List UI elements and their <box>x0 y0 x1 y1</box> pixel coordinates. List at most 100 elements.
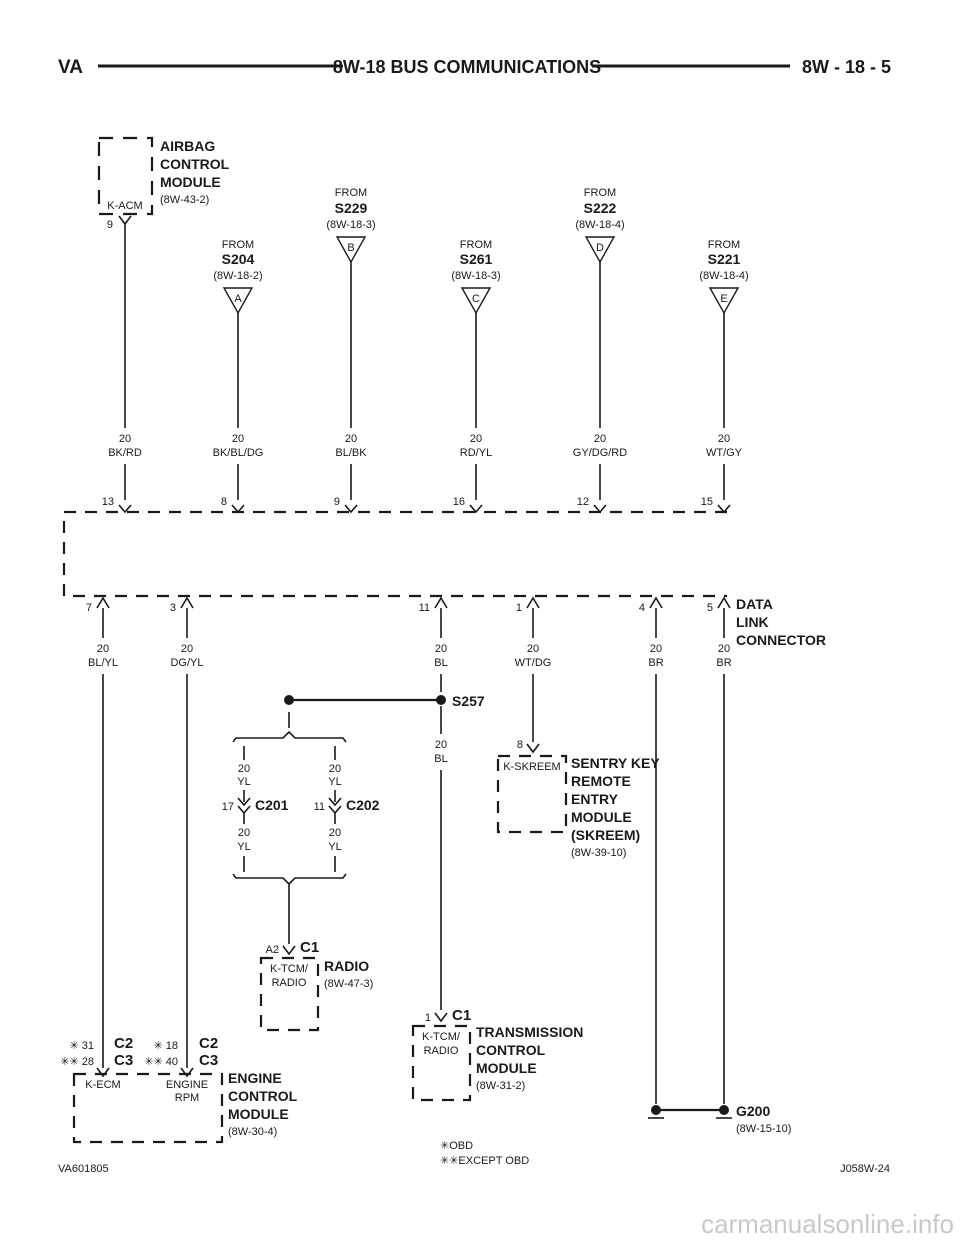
source-s222: FROM S222 (8W-18-4) D 20 GY/DG/RD 12 <box>573 187 627 514</box>
dlc-pin-16: 16 <box>453 496 465 508</box>
sources-2-wire-1: RD/YL <box>460 447 492 459</box>
ecm-ref: (8W-30-4) <box>228 1126 277 1138</box>
c202-wire_bottom-0: 20 <box>329 827 341 839</box>
ecm-code_right-0: ENGINE <box>166 1079 208 1091</box>
dlc-bottom_pins-2-wire-1: BL <box>434 657 447 669</box>
dlc-bottom_pins-5-wire-0: 20 <box>718 643 730 655</box>
c201-wire_bottom-1: YL <box>237 841 250 853</box>
tcm-name-1: CONTROL <box>476 1042 546 1058</box>
sources-3-from: FROM <box>584 187 616 199</box>
ecm-pins_right-1: ✳✳ 40 <box>144 1056 178 1068</box>
engine-control-module: ✳ 31 ✳✳ 28 C2 C3 ✳ 18 ✳✳ 40 C2 C3 K-ECM … <box>60 1035 298 1144</box>
ecm-conn_left-1: C3 <box>114 1052 133 1069</box>
dlc-pin-7-circuit: 7 20 BL/YL <box>86 596 118 1068</box>
sources-1-wire-1: BL/BK <box>335 447 367 459</box>
dlc-bottom_pins-3-pin: 1 <box>516 602 522 614</box>
sources-0-wire-0: 20 <box>232 433 244 445</box>
ecm-conn_left-0: C2 <box>114 1035 133 1052</box>
tcm-name-2: MODULE <box>476 1060 537 1076</box>
sources-4-letter: E <box>720 293 727 305</box>
dlc-bottom_pins-5-wire-1: BR <box>716 657 731 669</box>
sources-2-ref: (8W-18-3) <box>451 270 500 282</box>
dlc-pin-4-circuit: 4 20 BR <box>639 596 664 1104</box>
dlc-bottom_pins-4-wire-1: BR <box>648 657 663 669</box>
dlc-bottom_pins-4-pin: 4 <box>639 602 645 614</box>
skreem-name-3: MODULE <box>571 809 632 825</box>
sources-0-splice: S204 <box>222 251 255 267</box>
dlc-bottom_pins-1-wire-0: 20 <box>181 643 193 655</box>
dlc-bottom_pins-2-wire-0: 20 <box>435 643 447 655</box>
splice-s257: S257 20 BL <box>232 693 485 1010</box>
ecm-pins_left-1: ✳✳ 28 <box>60 1056 94 1068</box>
transmission-control-module: 1 C1 K-TCM/ RADIO TRANSMISSION CONTROL M… <box>411 1007 583 1102</box>
page-number: 8W - 18 - 5 <box>802 57 891 77</box>
ecm-code: K-ECM <box>85 1079 120 1091</box>
ecm-conn_right-1: C3 <box>199 1052 218 1069</box>
sources-3-wire-0: 20 <box>594 433 606 445</box>
source-s261: FROM S261 (8W-18-3) C 20 RD/YL 16 <box>451 239 501 514</box>
sources-0-from: FROM <box>222 239 254 251</box>
skreem-name-0: SENTRY KEY <box>571 755 660 771</box>
dlc-pin-12: 12 <box>577 496 589 508</box>
ecm-code_right-1: RPM <box>175 1092 199 1104</box>
s257-label: S257 <box>452 693 485 709</box>
dlc-name-3: CONNECTOR <box>736 632 826 648</box>
dlc-bottom_pins-0-wire-0: 20 <box>97 643 109 655</box>
dlc-pin-13: 13 <box>102 496 114 508</box>
dlc-pin-11-circuit: 11 20 BL <box>419 596 448 692</box>
acm-pin: 9 <box>107 219 113 231</box>
footer-right-code: J058W-24 <box>840 1163 890 1175</box>
dlc-bottom_pins-3-wire-1: WT/DG <box>515 657 552 669</box>
sources-2-from: FROM <box>460 239 492 251</box>
radio-name: RADIO <box>324 958 369 974</box>
skreem-module: 8 K-SKREEM SENTRY KEY REMOTE ENTRY MODUL… <box>496 739 660 859</box>
footer-left-code: VA601805 <box>58 1163 109 1175</box>
c201-label: C201 <box>255 797 289 813</box>
sources-3-ref: (8W-18-4) <box>575 219 624 231</box>
sources-4-ref: (8W-18-4) <box>699 270 748 282</box>
ecm-pins_right-0: ✳ 18 <box>153 1040 178 1052</box>
connector-c202: 20 YL 11 C202 20 YL <box>314 746 380 872</box>
skreem-ref: (8W-39-10) <box>571 847 626 859</box>
page-title: 8W-18 BUS COMMUNICATIONS <box>333 57 601 77</box>
watermark: carmanualsonline.info <box>701 1209 954 1239</box>
radio-pin: A2 <box>266 944 279 956</box>
tcm-pin: 1 <box>425 1012 431 1024</box>
dlc-name-2: LINK <box>736 614 769 630</box>
skreem-name-4: (SKREEM) <box>571 827 640 843</box>
dlc-pin-8: 8 <box>221 496 227 508</box>
sources-3-letter: D <box>596 242 604 254</box>
ground-g200: G200 (8W-15-10) <box>648 1103 791 1135</box>
c201-pin: 17 <box>222 801 234 813</box>
sources-4-wire-0: 20 <box>718 433 730 445</box>
tcm-code-0: K-TCM/ <box>422 1031 461 1043</box>
radio-connector: C1 <box>300 939 319 956</box>
tcm-code-1: RADIO <box>424 1045 459 1057</box>
ecm-name-2: MODULE <box>228 1106 289 1122</box>
source-s204: FROM S204 (8W-18-2) A 20 BK/BL/DG 8 <box>213 239 263 514</box>
acm-name-2: CONTROL <box>160 156 230 172</box>
ecm-name-0: ENGINE <box>228 1070 282 1086</box>
c202-wire_top-0: 20 <box>329 763 341 775</box>
dlc-name-1: DATA <box>736 596 773 612</box>
skreem-name-1: REMOTE <box>571 773 631 789</box>
c202-wire_bottom-1: YL <box>328 841 341 853</box>
skreem-name-2: ENTRY <box>571 791 619 807</box>
dlc-pin-3-circuit: 3 20 DG/YL <box>170 596 204 1068</box>
data-link-connector: DATA LINK CONNECTOR <box>62 510 826 648</box>
dlc-pin-9: 9 <box>334 496 340 508</box>
c201-wire_bottom-0: 20 <box>238 827 250 839</box>
dlc-bottom_pins-3-wire-0: 20 <box>527 643 539 655</box>
header-left: VA <box>58 57 83 78</box>
radio-code-0: K-TCM/ <box>270 963 309 975</box>
airbag-control-module: K-ACM AIRBAG CONTROL MODULE (8W-43-2) 9 … <box>97 136 230 514</box>
tcm-connector: C1 <box>452 1007 471 1024</box>
ecm-conn_right-0: C2 <box>199 1035 218 1052</box>
radio-ref: (8W-47-3) <box>324 978 373 990</box>
dlc-bottom_pins-1-wire-1: DG/YL <box>170 657 203 669</box>
sources-3-splice: S222 <box>584 200 617 216</box>
g200-ref: (8W-15-10) <box>736 1123 791 1135</box>
dlc-pin-5-circuit: 5 20 BR <box>707 596 732 1104</box>
radio-code-1: RADIO <box>272 977 307 989</box>
legend-obd: ✳OBD <box>440 1140 473 1152</box>
